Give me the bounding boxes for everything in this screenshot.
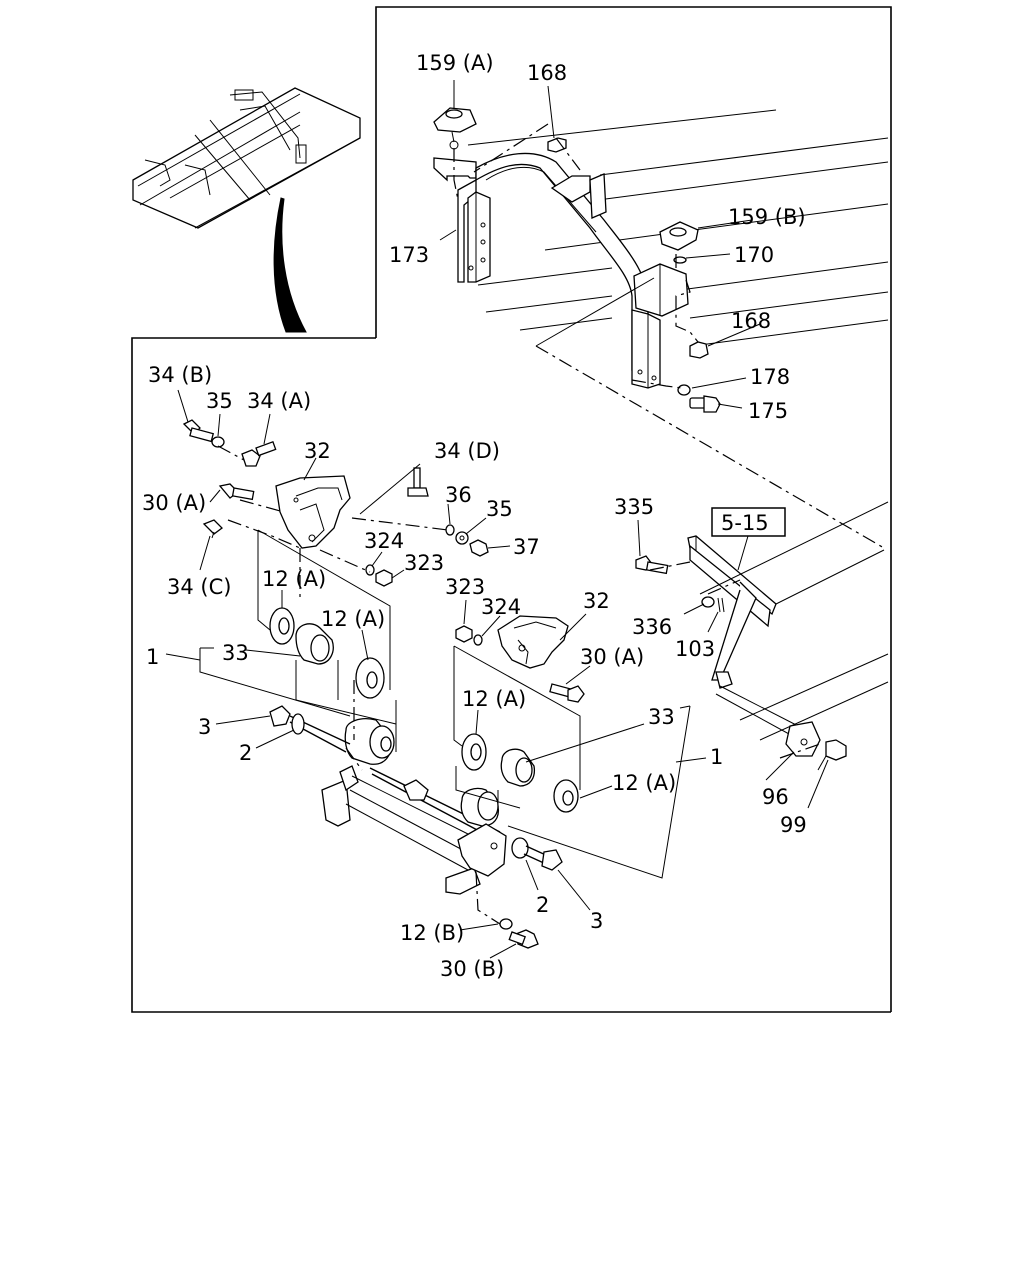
label-1-right: 1 [710, 745, 723, 769]
label-35-right: 35 [486, 497, 513, 521]
upper-frame [375, 6, 892, 1012]
label-12b: 12 (B) [400, 921, 464, 945]
label-36: 36 [445, 483, 472, 507]
label-324-left: 324 [364, 529, 404, 553]
label-34d: 34 (D) [434, 439, 500, 463]
label-168-lower: 168 [731, 309, 771, 333]
label-37: 37 [513, 535, 540, 559]
label-178: 178 [750, 365, 790, 389]
label-33-right: 33 [648, 705, 675, 729]
label-12a-3: 12 (A) [462, 687, 526, 711]
label-34c: 34 (C) [167, 575, 231, 599]
label-30a-left: 30 (A) [142, 491, 206, 515]
label-159a: 159 (A) [416, 51, 494, 75]
label-3-left: 3 [198, 715, 211, 739]
label-159b: 159 (B) [728, 205, 806, 229]
lower-frame [131, 337, 891, 1013]
label-336: 336 [632, 615, 672, 639]
label-30a-right: 30 (A) [580, 645, 644, 669]
left-mount-assembly [165, 389, 563, 949]
chassis-overview-inset [132, 87, 361, 333]
label-324-right: 324 [481, 595, 521, 619]
right-mount-assembly [453, 599, 707, 959]
label-168-upper: 168 [527, 61, 567, 85]
linkage-assembly [635, 501, 889, 809]
label-12a-2: 12 (A) [321, 607, 385, 631]
label-5-15: 5-15 [721, 511, 769, 535]
label-173: 173 [389, 243, 429, 267]
label-35-left: 35 [206, 389, 233, 413]
callout-labels: 159 (A) 168 173 159 (B) 170 168 178 175 … [142, 51, 807, 981]
label-34a: 34 (A) [247, 389, 311, 413]
label-175: 175 [748, 399, 788, 423]
label-335: 335 [614, 495, 654, 519]
label-99: 99 [780, 813, 807, 837]
label-323-left: 323 [404, 551, 444, 575]
label-12a-1: 12 (A) [262, 567, 326, 591]
label-32-left: 32 [304, 439, 331, 463]
label-96: 96 [762, 785, 789, 809]
label-323-right: 323 [445, 575, 485, 599]
label-1-left: 1 [146, 645, 159, 669]
label-2-left: 2 [239, 741, 252, 765]
label-103: 103 [675, 637, 715, 661]
label-32-right: 32 [583, 589, 610, 613]
label-34b: 34 (B) [148, 363, 212, 387]
label-33-left: 33 [222, 641, 249, 665]
cross-member-drawing [433, 80, 889, 549]
label-2-right: 2 [536, 893, 549, 917]
reference-box [711, 507, 786, 537]
label-30b: 30 (B) [440, 957, 504, 981]
label-12a-4: 12 (A) [612, 771, 676, 795]
label-170: 170 [734, 243, 774, 267]
label-3-right: 3 [590, 909, 603, 933]
